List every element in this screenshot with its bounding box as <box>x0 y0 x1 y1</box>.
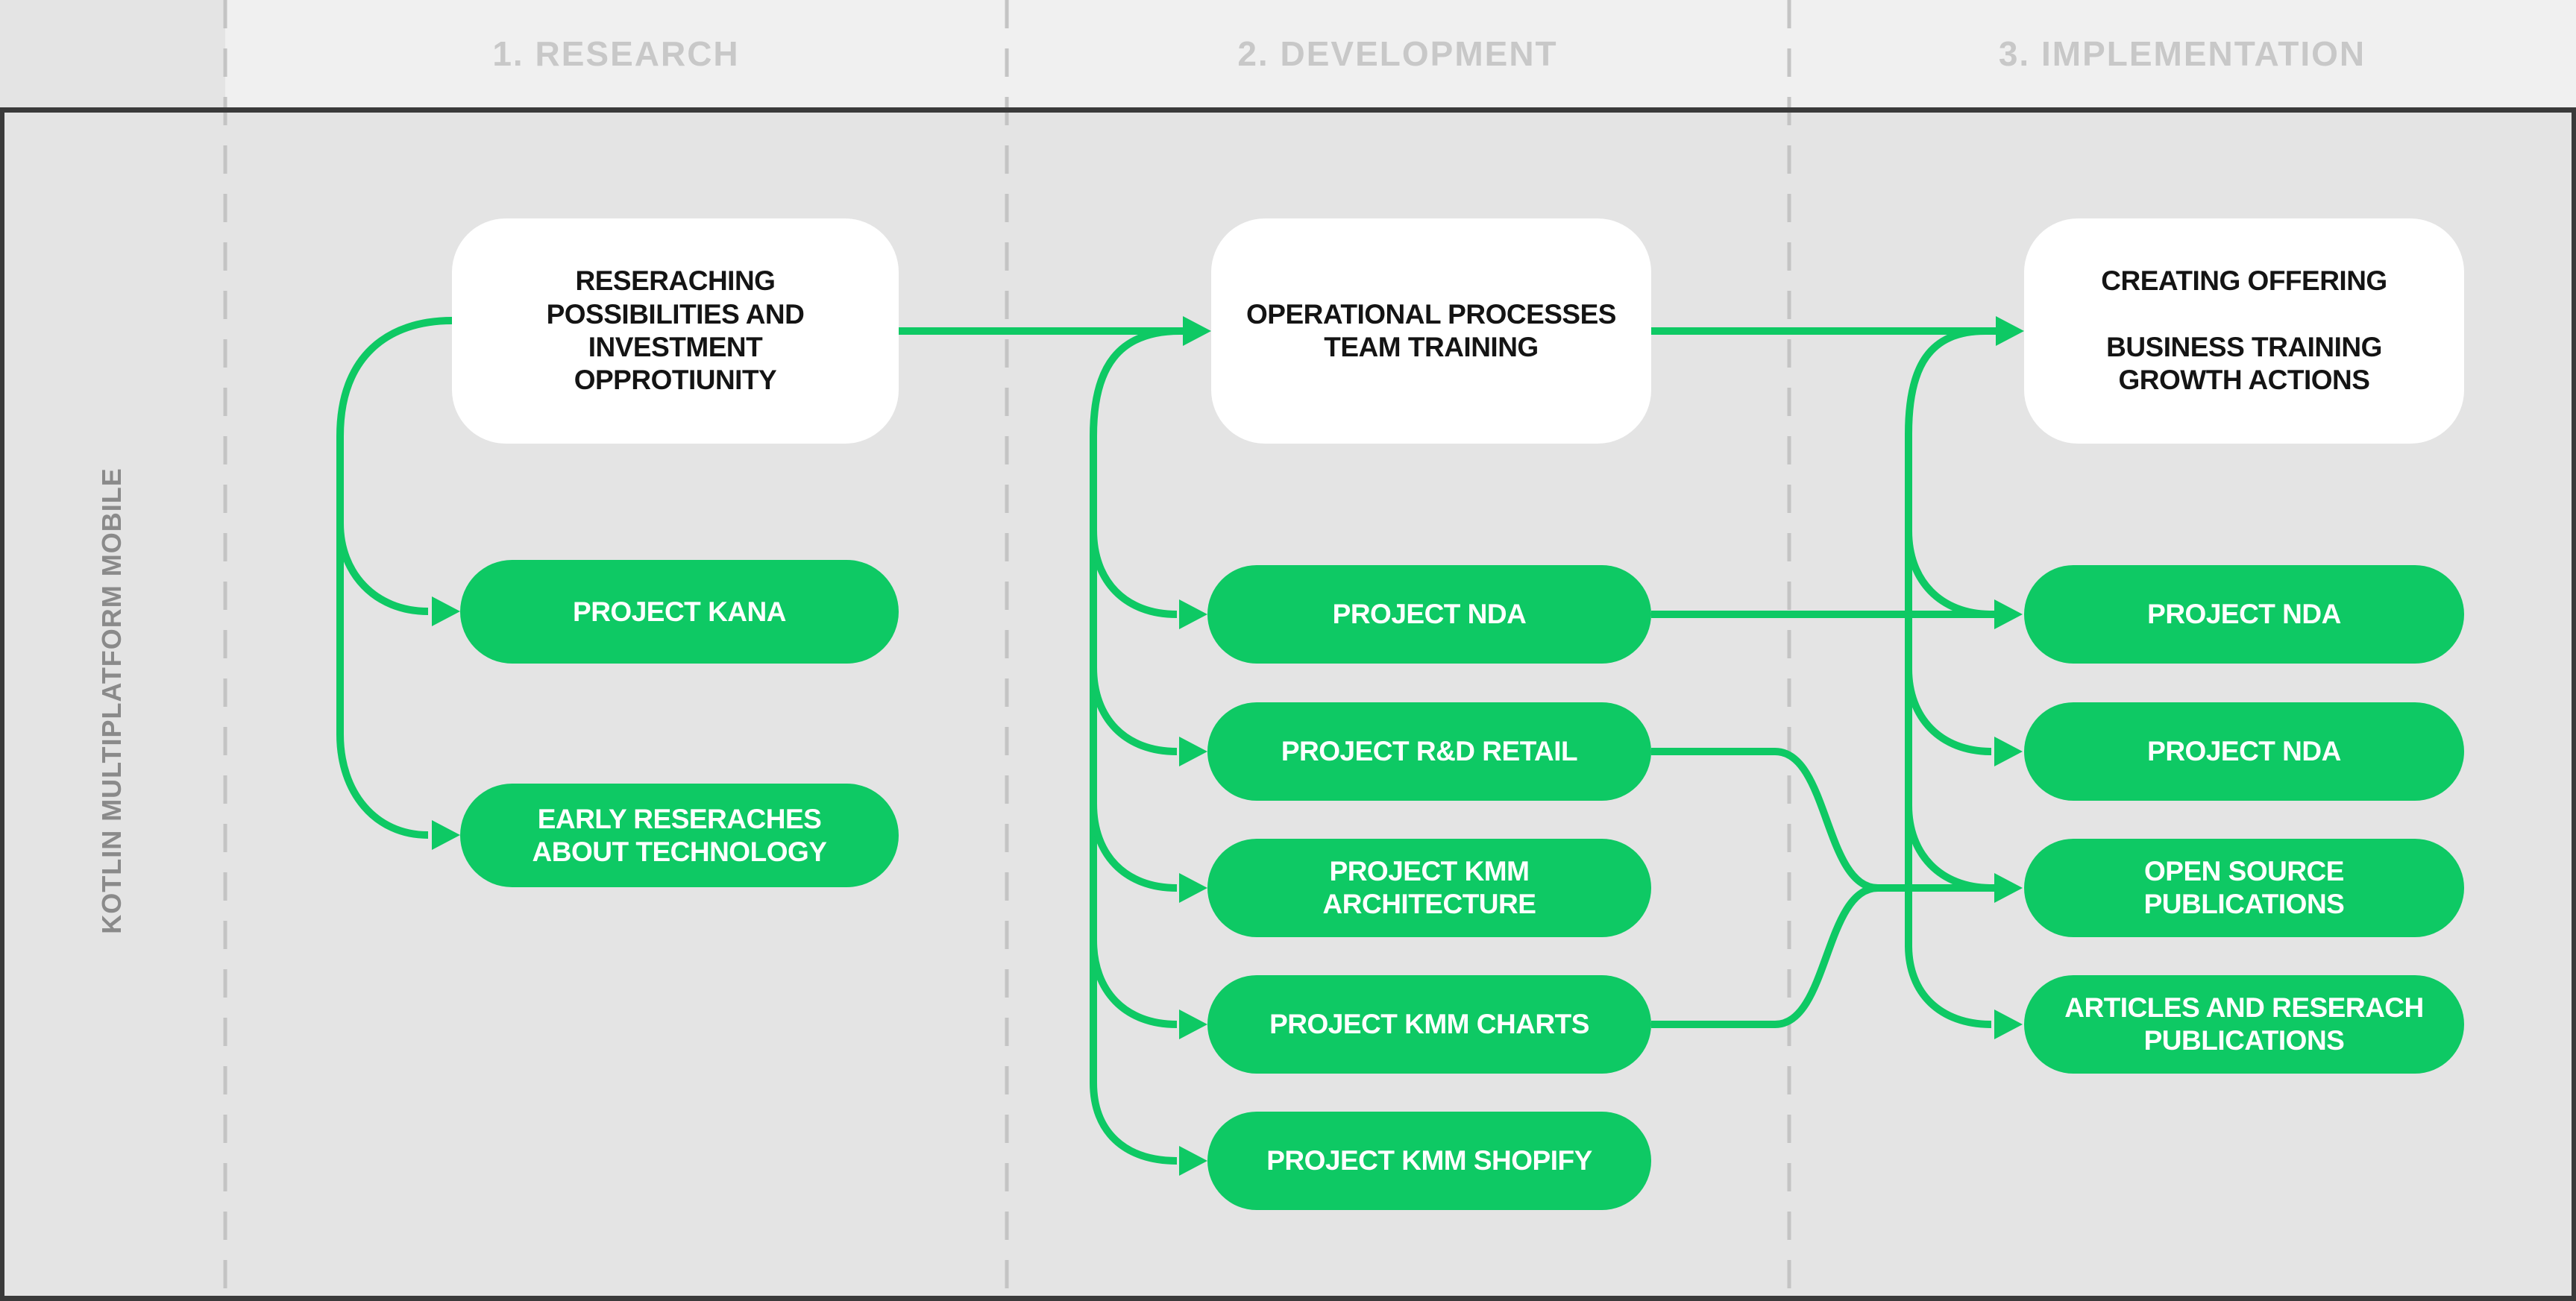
arrowhead-icon <box>1179 1009 1207 1039</box>
connector-kmm-charts-to-open-source <box>1651 884 1879 1028</box>
frame-border-bottom <box>0 1296 2576 1301</box>
phase-label-development: 2. DEVELOPMENT <box>1237 34 1558 73</box>
header-divider-line <box>0 107 2576 113</box>
project-pill-early-reseraches: EARLY RESERACHES ABOUT TECHNOLOGY <box>460 784 899 887</box>
connector-research-to-early-reseraches <box>336 317 453 839</box>
connector-spine-to-nda-impl-1 <box>1905 530 1992 618</box>
stage-box-development: OPERATIONAL PROCESSES TEAM TRAINING <box>1211 218 1651 444</box>
phase-label-research: 1. RESEARCH <box>492 34 740 73</box>
arrowhead-icon <box>1179 873 1207 903</box>
project-pill-articles: ARTICLES AND RESERACH PUBLICATIONS <box>2024 975 2464 1074</box>
arrowhead-icon <box>1179 1146 1207 1176</box>
arrowhead-icon <box>1994 599 2023 629</box>
project-pill-rd-retail: PROJECT R&D RETAIL <box>1207 702 1651 801</box>
project-pill-nda-impl-2: PROJECT NDA <box>2024 702 2464 801</box>
arrowhead-icon <box>1183 316 1211 346</box>
project-pill-nda-dev: PROJECT NDA <box>1207 565 1651 664</box>
arrowhead-icon <box>432 820 460 850</box>
connector-implementation-spine <box>1905 327 1992 1028</box>
arrowhead-icon <box>1179 737 1207 766</box>
connector-spine-to-nda-dev <box>1090 529 1178 618</box>
phase-label-implementation: 3. IMPLEMENTATION <box>1998 34 2366 73</box>
connector-spine-to-kmm-charts <box>1090 939 1178 1028</box>
arrowhead-icon <box>1994 1009 2023 1039</box>
connector-rd-retail-to-open-source <box>1651 748 1999 892</box>
stage-box-implementation: CREATING OFFERING BUSINESS TRAINING GROW… <box>2024 218 2464 444</box>
frame-border-left <box>0 107 4 1301</box>
arrowhead-icon <box>1179 599 1207 629</box>
arrowhead-icon <box>1996 316 2024 346</box>
project-pill-kmm-architecture: PROJECT KMM ARCHITECTURE <box>1207 839 1651 937</box>
arrowhead-icon <box>1994 737 2023 766</box>
frame-border-right <box>2572 107 2576 1301</box>
arrowhead-icon <box>432 596 460 626</box>
connector-spine-to-open-source <box>1905 804 1992 892</box>
connector-spine-to-kmm-architecture <box>1090 803 1178 892</box>
project-pill-kana: PROJECT KANA <box>460 560 899 664</box>
connector-research-to-kana <box>336 523 429 615</box>
project-pill-open-source: OPEN SOURCE PUBLICATIONS <box>2024 839 2464 937</box>
arrowhead-icon <box>1994 873 2023 903</box>
connector-spine-to-rd-retail <box>1090 667 1178 755</box>
project-pill-nda-impl-1: PROJECT NDA <box>2024 565 2464 664</box>
connector-development-spine <box>1090 327 1181 1165</box>
stage-box-research: RESERACHING POSSIBILITIES AND INVESTMENT… <box>452 218 899 444</box>
project-pill-kmm-shopify: PROJECT KMM SHOPIFY <box>1207 1112 1651 1210</box>
project-pill-kmm-charts: PROJECT KMM CHARTS <box>1207 975 1651 1074</box>
connector-spine-to-nda-impl-2 <box>1905 668 1992 755</box>
header-columns-band <box>225 0 2576 107</box>
sidebar-track-label: KOTLIN MULTIPLATFORM MOBILE <box>96 467 127 934</box>
